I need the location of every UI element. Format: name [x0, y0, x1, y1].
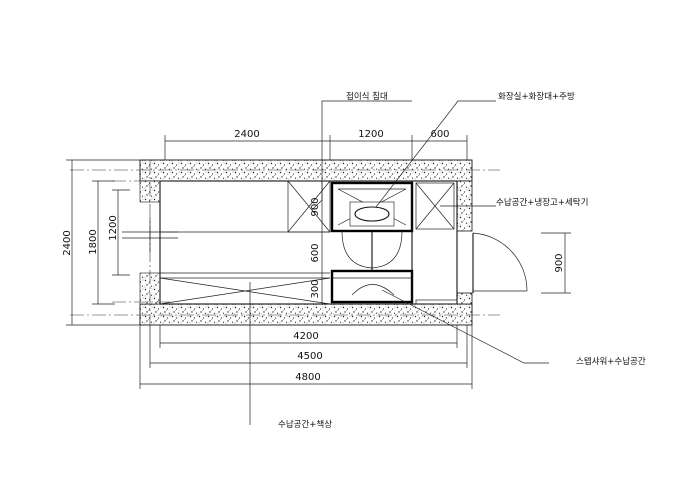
washbasin — [354, 206, 390, 222]
leader-lines — [249, 100, 549, 425]
shower-unit — [330, 269, 414, 304]
dim-bottom-4200: 4200 — [293, 331, 318, 342]
dim-bottom-4800: 4800 — [295, 372, 320, 383]
dim-left-2400: 2400 — [62, 230, 73, 255]
dim-top-2400: 2400 — [234, 129, 259, 140]
bottom-dimensions: 4200 4500 4800 — [139, 325, 473, 389]
dim-left-1800: 1800 — [88, 229, 99, 254]
door-dimension: 900 — [541, 232, 571, 294]
dim-top-1200: 1200 — [358, 129, 383, 140]
entry-door — [472, 232, 528, 293]
interior-dimensions: 900 600 300 — [310, 181, 323, 304]
label-shower-storage: 스텝샤워+수납공간 — [576, 356, 646, 367]
dim-v-600: 600 — [310, 243, 321, 262]
dim-left-1200: 1200 — [108, 215, 119, 240]
dim-door-900: 900 — [554, 253, 565, 272]
dim-v-900: 900 — [310, 197, 321, 216]
right-zone — [415, 182, 458, 305]
label-storage-fridge-washer: 수납공간+냉장고+세탁기 — [496, 197, 588, 208]
label-toilet-counter-kitchen: 화장실+화장대+주방 — [498, 91, 575, 102]
bed-cabinet — [287, 180, 331, 233]
label-folding-bed: 접이식 침대 — [346, 91, 388, 102]
bathroom-block — [330, 181, 414, 304]
label-storage-desk: 수납공간+책상 — [278, 419, 332, 430]
dim-v-300: 300 — [310, 279, 321, 298]
left-zone — [122, 180, 331, 305]
left-dimensions: 2400 1800 1200 — [62, 159, 140, 326]
top-dimensions: 2400 1200 600 — [164, 129, 468, 160]
dim-bottom-4500: 4500 — [297, 351, 322, 362]
outer-walls — [139, 159, 473, 326]
dim-top-600: 600 — [430, 129, 449, 140]
